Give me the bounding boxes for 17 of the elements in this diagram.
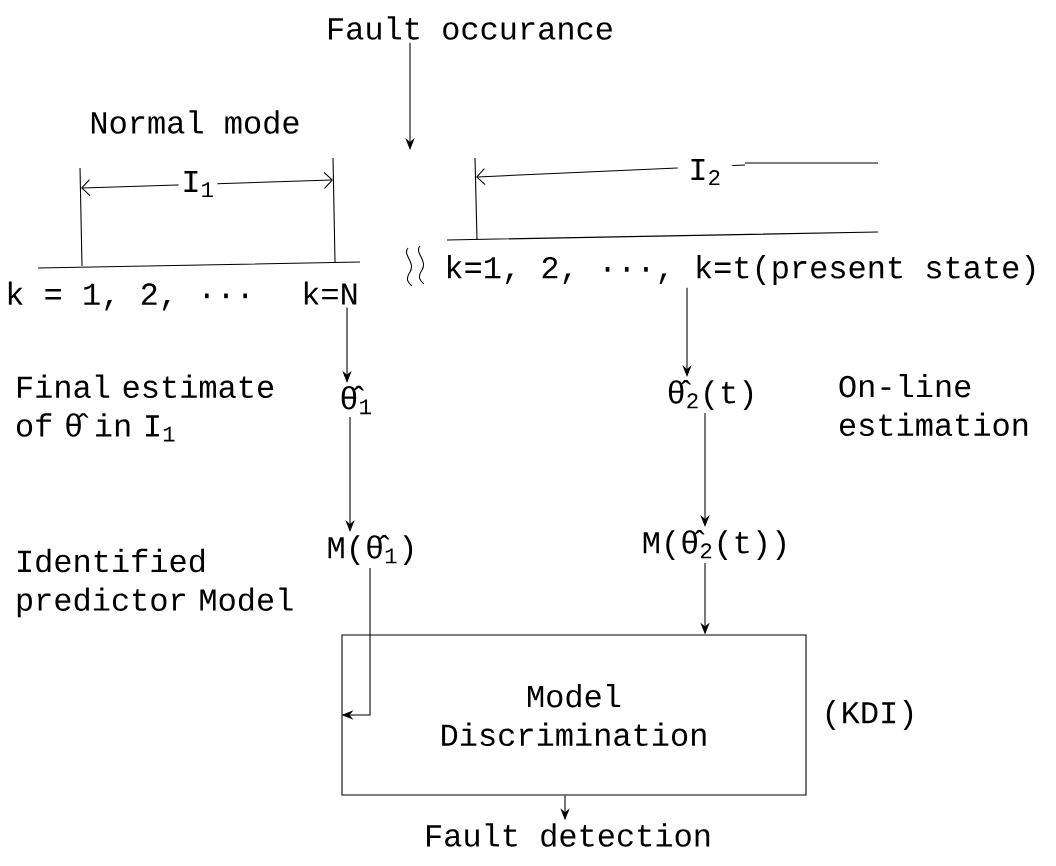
- interval-label: I$_{2}$: [677, 156, 733, 188]
- section-title: Normal mode: [91, 110, 299, 134]
- index-label: k=N: [304, 281, 357, 305]
- result-text: Fault detection: [427, 823, 710, 847]
- estimate-label: θ̂$_{1}$: [341, 385, 371, 415]
- description-text: On-line estimation: [839, 373, 1028, 437]
- heading-text: Fault occurance: [329, 16, 612, 40]
- model-label: M(θ̂$_{1}$): [328, 535, 413, 565]
- index-label: k=1, 2, ···, k=t(present state): [448, 255, 1035, 285]
- index-label: k = 1, 2, ···: [8, 281, 247, 311]
- description-text: Final estimate of θ̂ in I$_{1}$: [16, 374, 274, 442]
- process-box: Model Discrimination: [341, 634, 807, 796]
- description-text: Identified predictor Model: [17, 548, 293, 618]
- estimate-label: θ̂$_{2}$(t): [668, 380, 753, 410]
- interval-label: I$_{1}$: [178, 168, 218, 200]
- model-label: M(θ̂$_{2}$(t)): [643, 530, 785, 560]
- side-note: (KDI): [826, 700, 913, 730]
